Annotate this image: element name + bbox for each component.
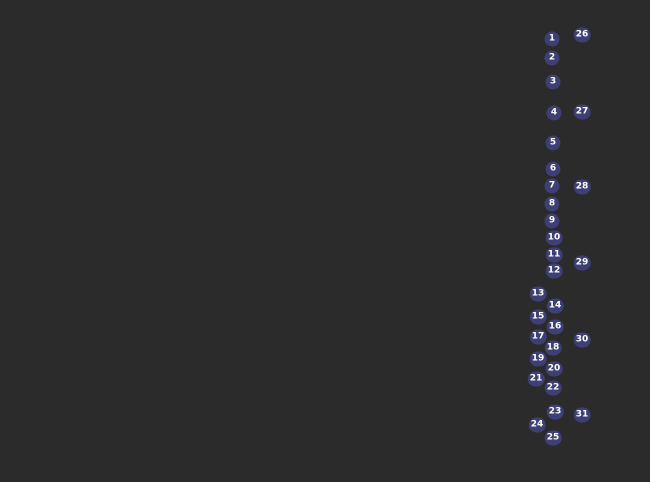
som-marker-2[interactable]: 2 [544, 50, 560, 66]
som-marker-10[interactable]: 10 [545, 230, 563, 246]
som-marker-22[interactable]: 22 [544, 380, 562, 396]
som-marker-5[interactable]: 5 [545, 135, 561, 151]
som-marker-3[interactable]: 3 [545, 74, 561, 90]
som-marker-18[interactable]: 18 [544, 340, 562, 356]
som-marker-23[interactable]: 23 [546, 404, 564, 420]
som-marker-17[interactable]: 17 [529, 329, 547, 345]
som-marker-13[interactable]: 13 [529, 286, 547, 302]
som-marker-31[interactable]: 31 [573, 407, 591, 423]
som-marker-12[interactable]: 12 [545, 263, 563, 279]
som-marker-1[interactable]: 1 [544, 31, 560, 47]
som-marker-4[interactable]: 4 [546, 105, 562, 121]
som-marker-15[interactable]: 15 [529, 309, 547, 325]
som-marker-24[interactable]: 24 [528, 417, 546, 433]
som-marker-28[interactable]: 28 [573, 179, 591, 195]
som-marker-26[interactable]: 26 [573, 27, 591, 43]
som-marker-21[interactable]: 21 [527, 371, 545, 387]
som-marker-14[interactable]: 14 [546, 298, 564, 314]
som-marker-20[interactable]: 20 [545, 361, 563, 377]
som-marker-16[interactable]: 16 [546, 319, 564, 335]
som-marker-7[interactable]: 7 [544, 178, 560, 194]
som-marker-6[interactable]: 6 [545, 161, 561, 177]
som-marker-9[interactable]: 9 [544, 213, 560, 229]
som-marker-8[interactable]: 8 [544, 196, 560, 212]
som-marker-19[interactable]: 19 [529, 351, 547, 367]
som-marker-25[interactable]: 25 [544, 430, 562, 446]
som-marker-11[interactable]: 11 [545, 247, 563, 263]
som-marker-29[interactable]: 29 [573, 255, 591, 271]
som-marker-30[interactable]: 30 [573, 332, 591, 348]
som-marker-27[interactable]: 27 [573, 104, 591, 120]
